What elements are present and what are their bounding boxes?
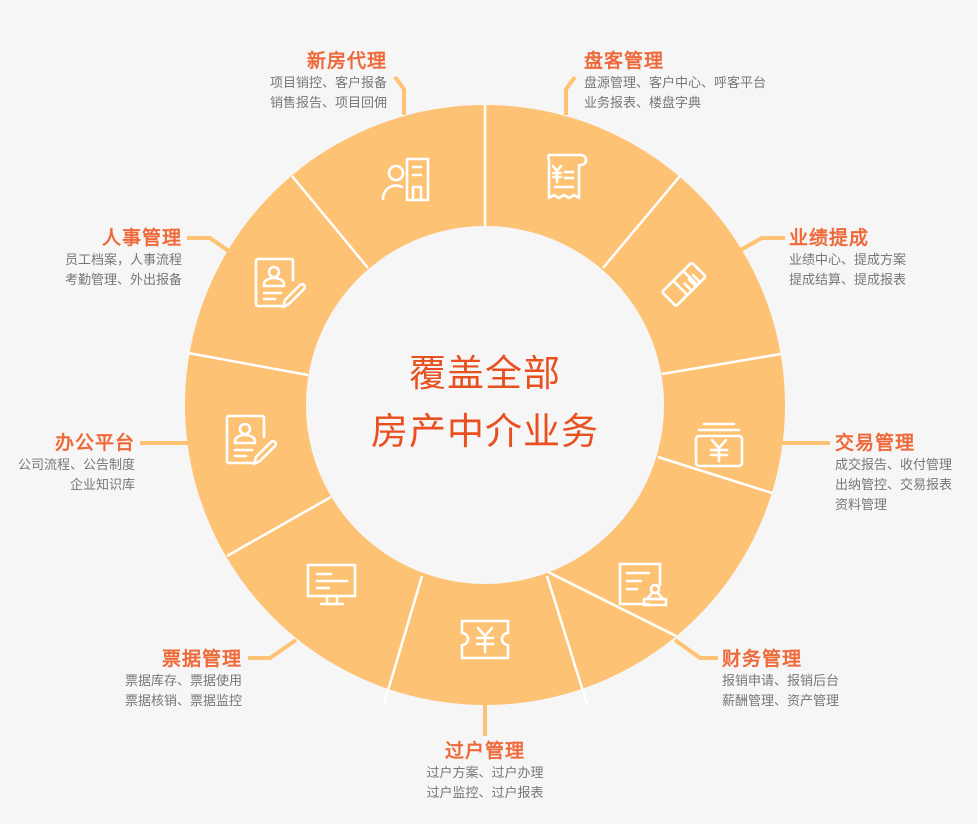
module-desc-line: 报销申请、报销后台 [722, 674, 840, 689]
center-line-1: 覆盖全部 [409, 352, 561, 395]
module-desc-line: 项目销控、客户报备 [269, 76, 387, 91]
module-desc-line: 员工档案，人事流程 [64, 253, 182, 268]
connectors [140, 75, 830, 736]
module-hr-management: 人事管理 员工档案，人事流程 考勤管理、外出报备 [65, 225, 182, 291]
module-desc-line: 票据核销、票据监控 [124, 694, 242, 709]
yuan-scroll-receipt-icon [547, 153, 588, 200]
document-stamp-icon [618, 562, 668, 607]
module-desc-line: 票据库存、票据使用 [124, 674, 242, 689]
handshake-icon [661, 261, 707, 307]
profile-pen-icon [225, 414, 278, 466]
module-title: 票据管理 [161, 648, 242, 670]
module-desc-line: 出纳管控、交易报表 [835, 478, 953, 493]
module-title: 财务管理 [722, 648, 803, 670]
module-desc-line: 成交报告、收付管理 [835, 458, 953, 473]
module-desc-line: 公司流程、公告制度 [17, 458, 135, 473]
module-title: 办公平台 [54, 432, 135, 454]
module-desc-line: 考勤管理、外出报备 [64, 273, 182, 288]
module-title: 过户管理 [444, 740, 525, 762]
center-slogan: 覆盖全部 房产中介业务 [305, 345, 665, 461]
module-invoice-management: 票据管理 票据库存、票据使用 票据核销、票据监控 [125, 646, 242, 712]
module-desc-line: 过户监控、过户报表 [426, 786, 544, 801]
module-desc-line: 过户方案、过户办理 [426, 766, 544, 781]
module-title: 新房代理 [306, 50, 387, 72]
module-performance-commission: 业绩提成 业绩中心、提成方案 提成结算、提成报表 [789, 225, 906, 291]
module-office-platform: 办公平台 公司流程、公告制度 企业知识库 [18, 430, 135, 496]
module-title: 交易管理 [835, 432, 916, 454]
ring-dividers [187, 105, 782, 705]
module-desc-line: 提成结算、提成报表 [789, 273, 907, 288]
module-title: 盘客管理 [584, 50, 665, 72]
module-desc-line: 业绩中心、提成方案 [789, 253, 907, 268]
module-desc-line: 企业知识库 [69, 478, 135, 493]
module-finance-management: 财务管理 报销申请、报销后台 薪酬管理、资产管理 [722, 646, 839, 712]
module-desc-line: 资料管理 [835, 498, 888, 513]
yuan-ticket-icon [460, 619, 510, 660]
center-line-2: 房产中介业务 [371, 410, 599, 453]
ring-band [184, 105, 785, 706]
person-building-icon [381, 157, 430, 202]
module-desc-line: 业务报表、楼盘字典 [584, 96, 702, 111]
module-desc-line: 销售报告、项目回佣 [269, 96, 387, 111]
module-title: 人事管理 [101, 227, 182, 249]
profile-pen-icon [254, 257, 307, 309]
module-title: 业绩提成 [789, 227, 870, 249]
module-new-house-agency: 新房代理 项目销控、客户报备 销售报告、项目回佣 [270, 48, 387, 114]
module-transaction-management: 交易管理 成交报告、收付管理 出纳管控、交易报表 资料管理 [835, 430, 952, 516]
module-property-client-management: 盘客管理 盘源管理、客户中心、呼客平台 业务报表、楼盘字典 [584, 48, 766, 114]
module-desc-line: 盘源管理、客户中心、呼客平台 [584, 76, 767, 91]
module-transfer-management: 过户管理 过户方案、过户办理 过户监控、过户报表 [385, 738, 585, 804]
module-desc-line: 薪酬管理、资产管理 [722, 694, 840, 709]
yuan-wallet-icon [694, 422, 744, 468]
monitor-icon [306, 563, 357, 606]
